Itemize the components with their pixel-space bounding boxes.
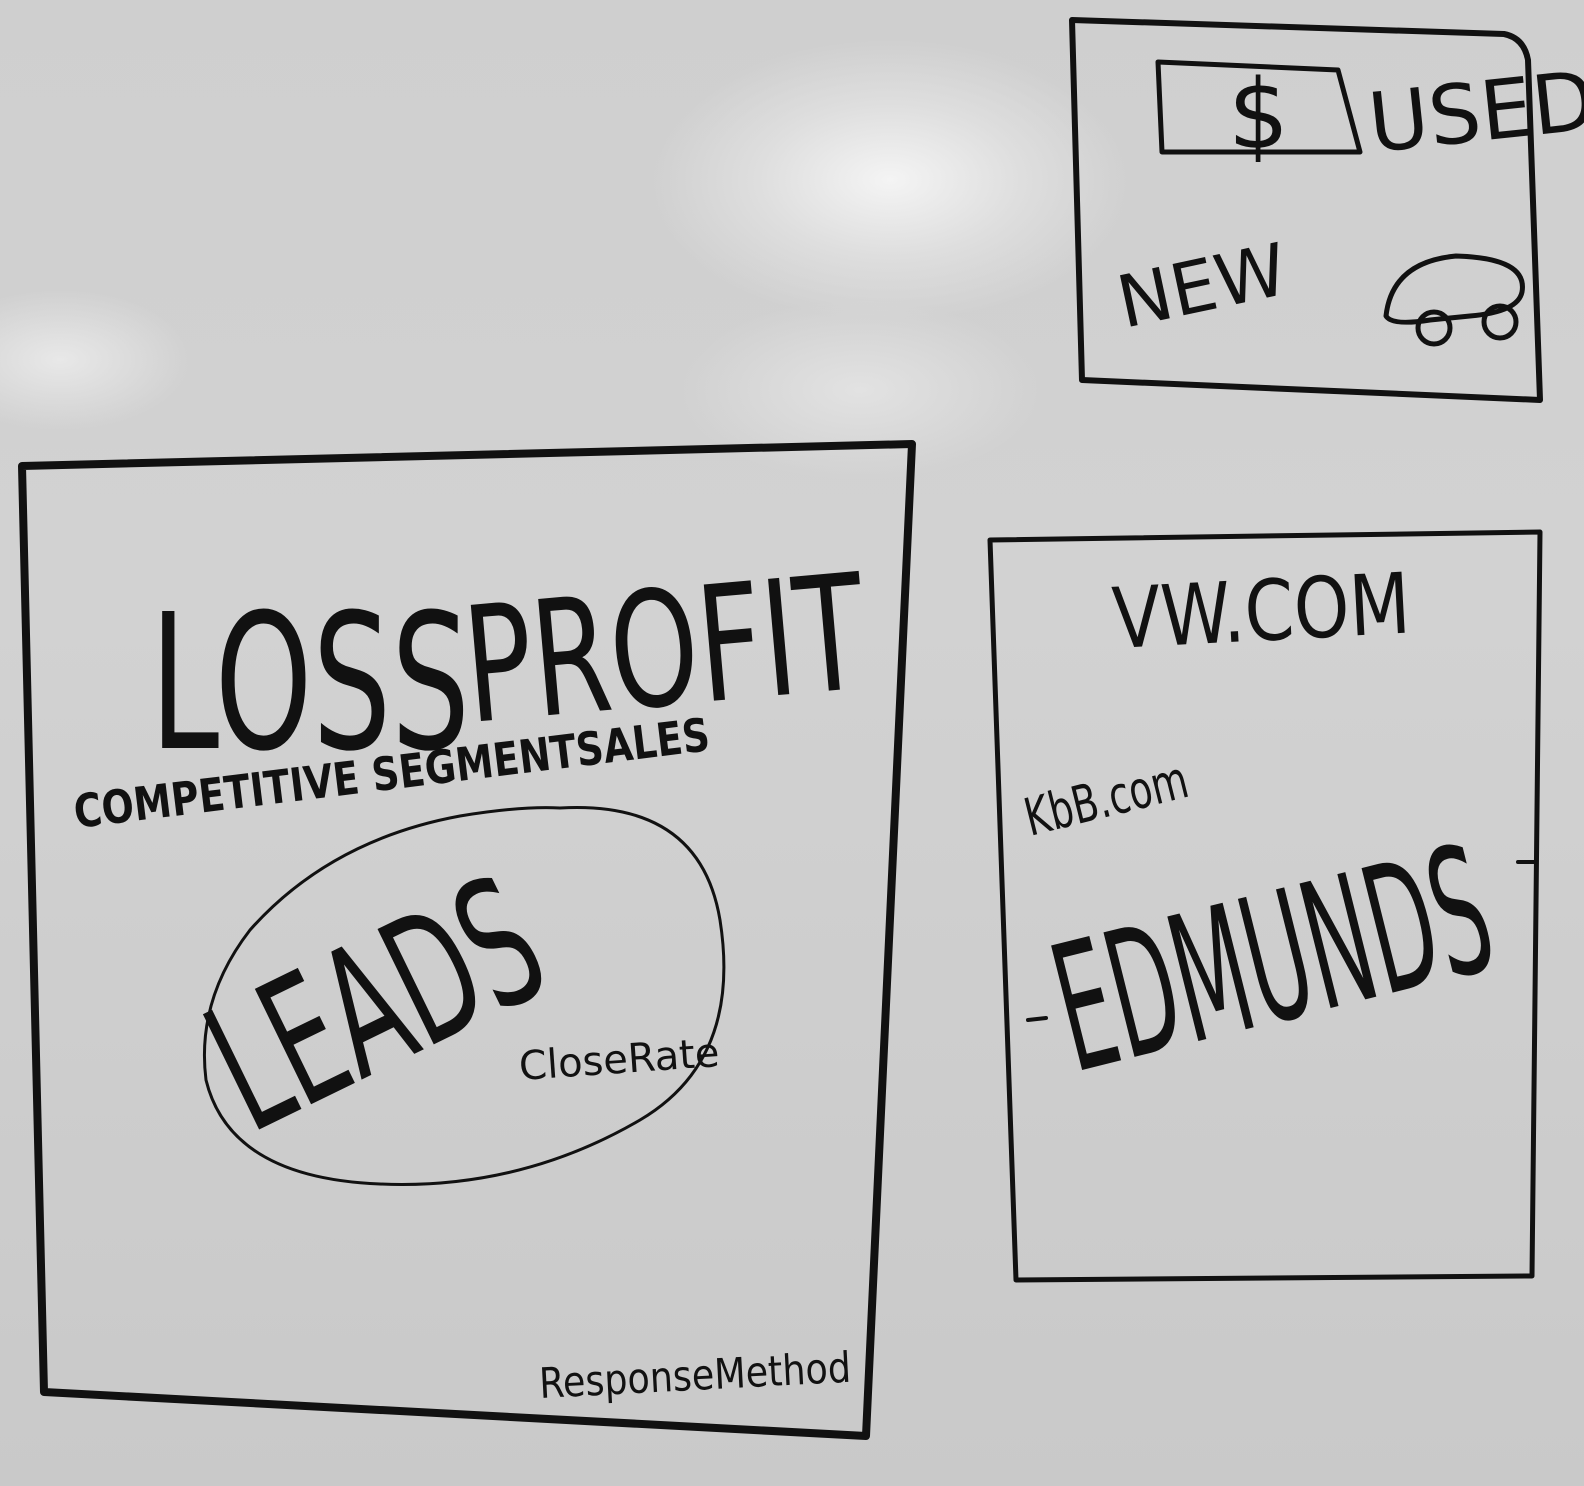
car-icon (1383, 253, 1525, 347)
right-sketch-frame (987, 529, 1543, 1283)
profit-label: PROFIT (457, 539, 873, 760)
leads-circle (202, 806, 726, 1186)
vw-com-label: VW.COM (1110, 555, 1413, 668)
left-sketch-frame (18, 440, 916, 1440)
dollar-box (1155, 59, 1363, 155)
top-right-sketch-frame (1069, 17, 1543, 403)
close-rate-label: CloseRate (517, 1030, 720, 1090)
dollar-sign: $ (1228, 59, 1289, 171)
loss-label: LOSS (150, 574, 470, 793)
edmunds-label: EDMUNDS (1035, 807, 1512, 1112)
new-label: NEW (1110, 227, 1294, 345)
used-label: USED (1364, 54, 1584, 172)
edmunds-left-dash (1026, 1016, 1048, 1022)
response-method-label: ResponseMethod (538, 1343, 852, 1408)
leads-label: LEADS (179, 838, 574, 1171)
kbb-com-label: KbB.com (1019, 750, 1195, 848)
